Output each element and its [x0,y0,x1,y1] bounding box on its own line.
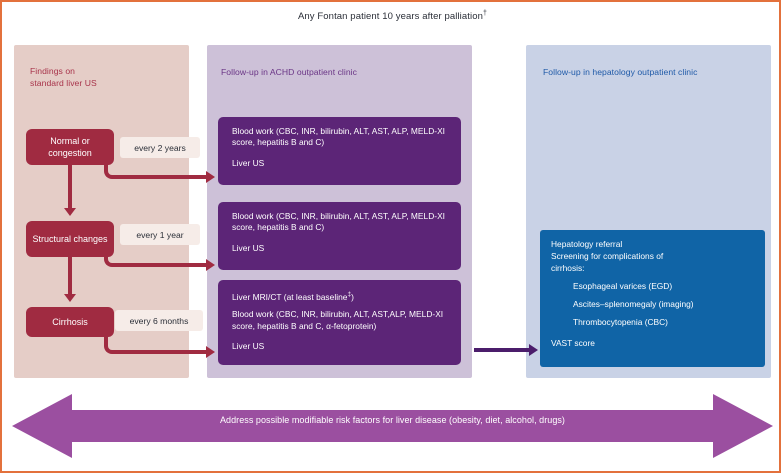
connector-structural-to-achd-arrowhead [206,259,215,271]
panel-achd-label: Follow-up in ACHD outpatient clinic [221,67,357,77]
interval-chip-every-6-months: every 6 months [115,310,203,331]
banner-text: Address possible modifiable risk factors… [220,415,565,425]
achd-box-3-footnote-marker: ‡ [347,291,352,298]
connector-normal-to-structural-arrowhead [64,208,76,216]
achd-box-3-liver-us: Liver US [232,341,265,352]
connector-normal-to-achd-arrowhead [206,171,215,183]
modifiable-risk-factors-banner: Address possible modifiable risk factors… [12,394,773,458]
panel-hepatology-label: Follow-up in hepatology outpatient clini… [543,67,698,77]
hepatology-complication-ascites-splenomegaly: Ascites–splenomegaly (imaging) [573,299,694,309]
achd-box-routine-followup-2: Blood work (CBC, INR, bilirubin, ALT, AS… [218,202,461,270]
connector-cirrhosis-to-achd-elbow [104,332,124,354]
connector-cirrhosis-to-achd-arrowhead [206,346,215,358]
stage-box-normal-or-congestion: Normal or congestion [26,129,114,165]
panel-findings-label: Findings on standard liver US [30,66,180,89]
hepatology-screening-line1: Screening for complications of [551,251,664,261]
connector-normal-to-achd-line [120,175,208,179]
figure-title-footnote-marker: † [483,10,487,17]
hepatology-complication-esophageal-varices: Esophageal varices (EGD) [573,281,673,291]
double-arrow-shape [12,394,773,458]
hepatology-vast-score: VAST score [551,338,595,348]
interval-chip-every-2-years: every 2 years [120,137,200,158]
achd-box-1-bloodwork: Blood work (CBC, INR, bilirubin, ALT, AS… [232,126,446,148]
connector-structural-to-cirrhosis-line [68,257,72,295]
figure-title: Any Fontan patient 10 years after pallia… [2,10,779,23]
connector-cirrhosis-to-achd-line [120,350,208,354]
achd-box-routine-followup-1: Blood work (CBC, INR, bilirubin, ALT, AS… [218,117,461,185]
achd-box-3-liver-mri-ct-close: ) [351,291,354,302]
achd-box-2-liver-us: Liver US [232,242,265,253]
achd-box-2-bloodwork: Blood work (CBC, INR, bilirubin, ALT, AS… [232,211,446,233]
connector-normal-to-achd-elbow [104,157,124,179]
achd-box-3-liver-mri-ct-text: Liver MRI/CT (at least baseline [232,291,348,302]
hepatology-box: Hepatology referral Screening for compli… [540,230,765,367]
panel-findings-label-line1: Findings on [30,66,75,76]
achd-box-cirrhosis-followup: Liver MRI/CT (at least baseline‡) Blood … [218,280,461,365]
stage-box-cirrhosis: Cirrhosis [26,307,114,337]
hepatology-referral-label: Hepatology referral [551,239,623,249]
figure-title-text: Any Fontan patient 10 years after pallia… [297,11,483,23]
achd-box-1-liver-us: Liver US [232,157,265,168]
stage-box-structural-changes: Structural changes [26,221,114,257]
panel-findings-label-line2: standard liver US [30,77,97,88]
achd-box-3-liver-mri-ct: Liver MRI/CT (at least baseline‡) [232,289,449,303]
double-arrow-polygon [12,394,773,458]
hepatology-screening-line2: cirrhosis: [551,263,585,273]
connector-achd-to-hepatology-arrowhead [529,344,538,356]
achd-box-3-bloodwork: Blood work (CBC, INR, bilirubin, ALT, AS… [232,309,444,331]
hepatology-complication-thrombocytopenia: Thrombocytopenia (CBC) [573,317,668,327]
connector-structural-to-achd-line [120,263,208,267]
connector-normal-to-structural-line [68,165,72,209]
connector-achd-to-hepatology-line [474,348,530,352]
connector-structural-to-cirrhosis-arrowhead [64,294,76,302]
interval-chip-every-1-year: every 1 year [120,224,200,245]
connector-structural-to-achd-elbow [104,247,124,267]
